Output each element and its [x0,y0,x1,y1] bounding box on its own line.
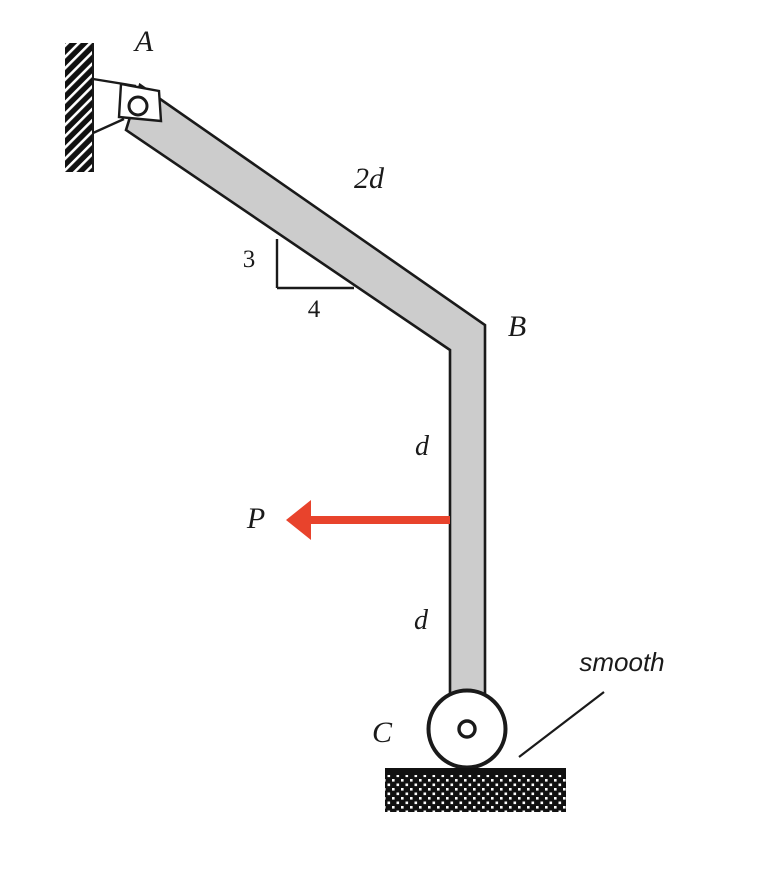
pin-bracket [92,77,163,135]
force-arrow-shaft [309,516,450,524]
point-a-label: A [133,25,154,58]
slope-triangle: 3 4 [243,239,354,323]
point-c-label: C [372,716,393,749]
point-b-label: B [508,310,526,343]
slope-run-label: 4 [308,296,321,323]
length-d-lower-label: d [414,605,429,636]
smooth-surface-label: smooth [579,647,664,677]
wall-support [65,43,94,172]
force-arrow-head-icon [286,500,311,540]
wall-hatch [65,43,92,172]
force-arrow-p [286,500,450,540]
ground-top-strip [385,768,566,775]
length-2d-label: 2d [354,162,385,195]
force-p-label: P [246,502,265,535]
length-d-upper-label: d [415,431,430,462]
roller-support [426,688,508,770]
smooth-pointer-line [518,691,605,758]
ground-surface [385,768,566,812]
roller-hub-icon [457,719,477,739]
slope-rise-label: 3 [243,246,256,273]
ground-hatch [385,775,566,812]
bent-bar-abc [124,82,487,700]
pin-at-a-icon [127,95,149,117]
bracket-arm-bottom [92,117,125,135]
